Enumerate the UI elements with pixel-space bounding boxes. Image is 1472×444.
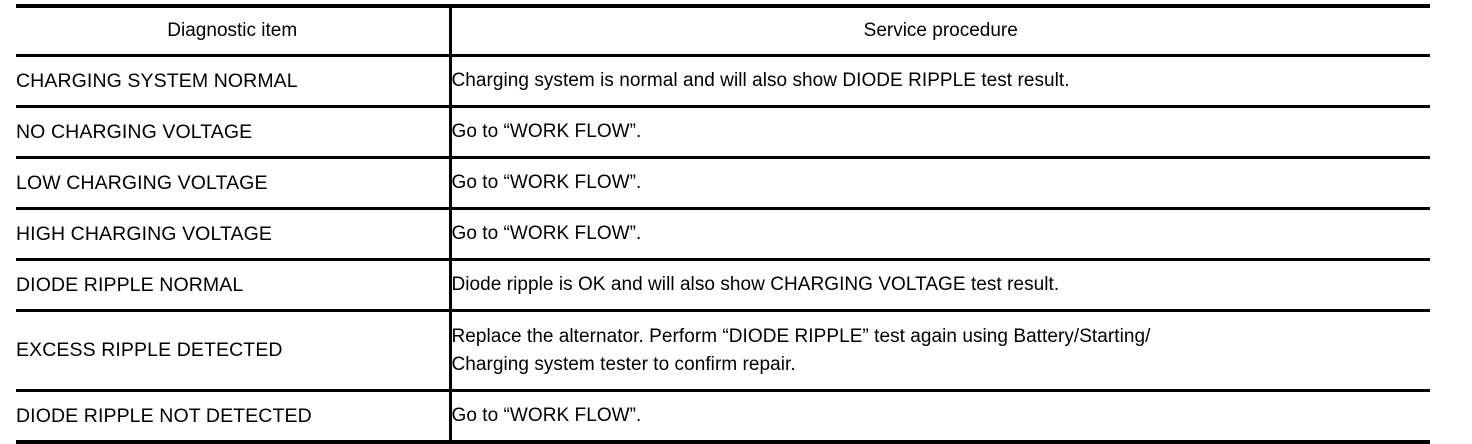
- service-procedure-line: Go to “WORK FLOW”.: [451, 121, 642, 143]
- service-procedure-line: Go to “WORK FLOW”.: [451, 172, 642, 194]
- service-procedure-line: Charging system is normal and will also …: [451, 70, 1070, 92]
- service-procedure-line: Diode ripple is OK and will also show CH…: [451, 274, 1060, 296]
- diagnostic-item-cell: HIGH CHARGING VOLTAGE: [16, 208, 450, 261]
- column-header-service-procedure: Service procedure: [448, 6, 1430, 57]
- service-procedure-cell: Diode ripple is OK and will also show CH…: [448, 259, 1430, 312]
- service-procedure-line: Charging system tester to confirm repair…: [451, 353, 796, 375]
- table-header: Diagnostic item Service procedure: [16, 6, 1430, 57]
- diagnostic-item-cell: EXCESS RIPPLE DETECTED: [16, 310, 450, 392]
- diagnostic-item-cell: NO CHARGING VOLTAGE: [16, 106, 450, 159]
- diagnostic-service-table: Diagnostic item Service procedure CHARGI…: [16, 4, 1430, 444]
- table-header-row: Diagnostic item Service procedure: [16, 6, 1430, 57]
- service-procedure-cell: Go to “WORK FLOW”.: [448, 106, 1430, 159]
- diagnostic-table-container: Diagnostic item Service procedure CHARGI…: [16, 4, 1430, 444]
- service-procedure-line: Go to “WORK FLOW”.: [451, 223, 642, 245]
- service-procedure-cell: Go to “WORK FLOW”.: [448, 208, 1430, 261]
- diagnostic-item-cell: DIODE RIPPLE NOT DETECTED: [16, 404, 312, 427]
- service-procedure-cell: Replace the alternator. Perform “DIODE R…: [448, 310, 1430, 392]
- service-procedure-line: Go to “WORK FLOW”.: [451, 405, 642, 427]
- service-procedure-cell: Go to “WORK FLOW”.: [448, 390, 1430, 442]
- service-procedure-cell: Charging system is normal and will also …: [448, 55, 1430, 108]
- table-row: DIODE RIPPLE NOT DETECTED Go to “WORK FLO…: [16, 390, 1430, 442]
- diagnostic-item-cell: LOW CHARGING VOLTAGE: [16, 157, 450, 210]
- diagnostic-item-cell: CHARGING SYSTEM NORMAL: [16, 55, 450, 108]
- column-header-diagnostic-item: Diagnostic item: [16, 6, 450, 57]
- service-procedure-cell: Go to “WORK FLOW”.: [448, 157, 1430, 210]
- service-procedure-line: Replace the alternator. Perform “DIODE R…: [451, 325, 1151, 347]
- diagnostic-item-cell: DIODE RIPPLE NORMAL: [16, 259, 450, 312]
